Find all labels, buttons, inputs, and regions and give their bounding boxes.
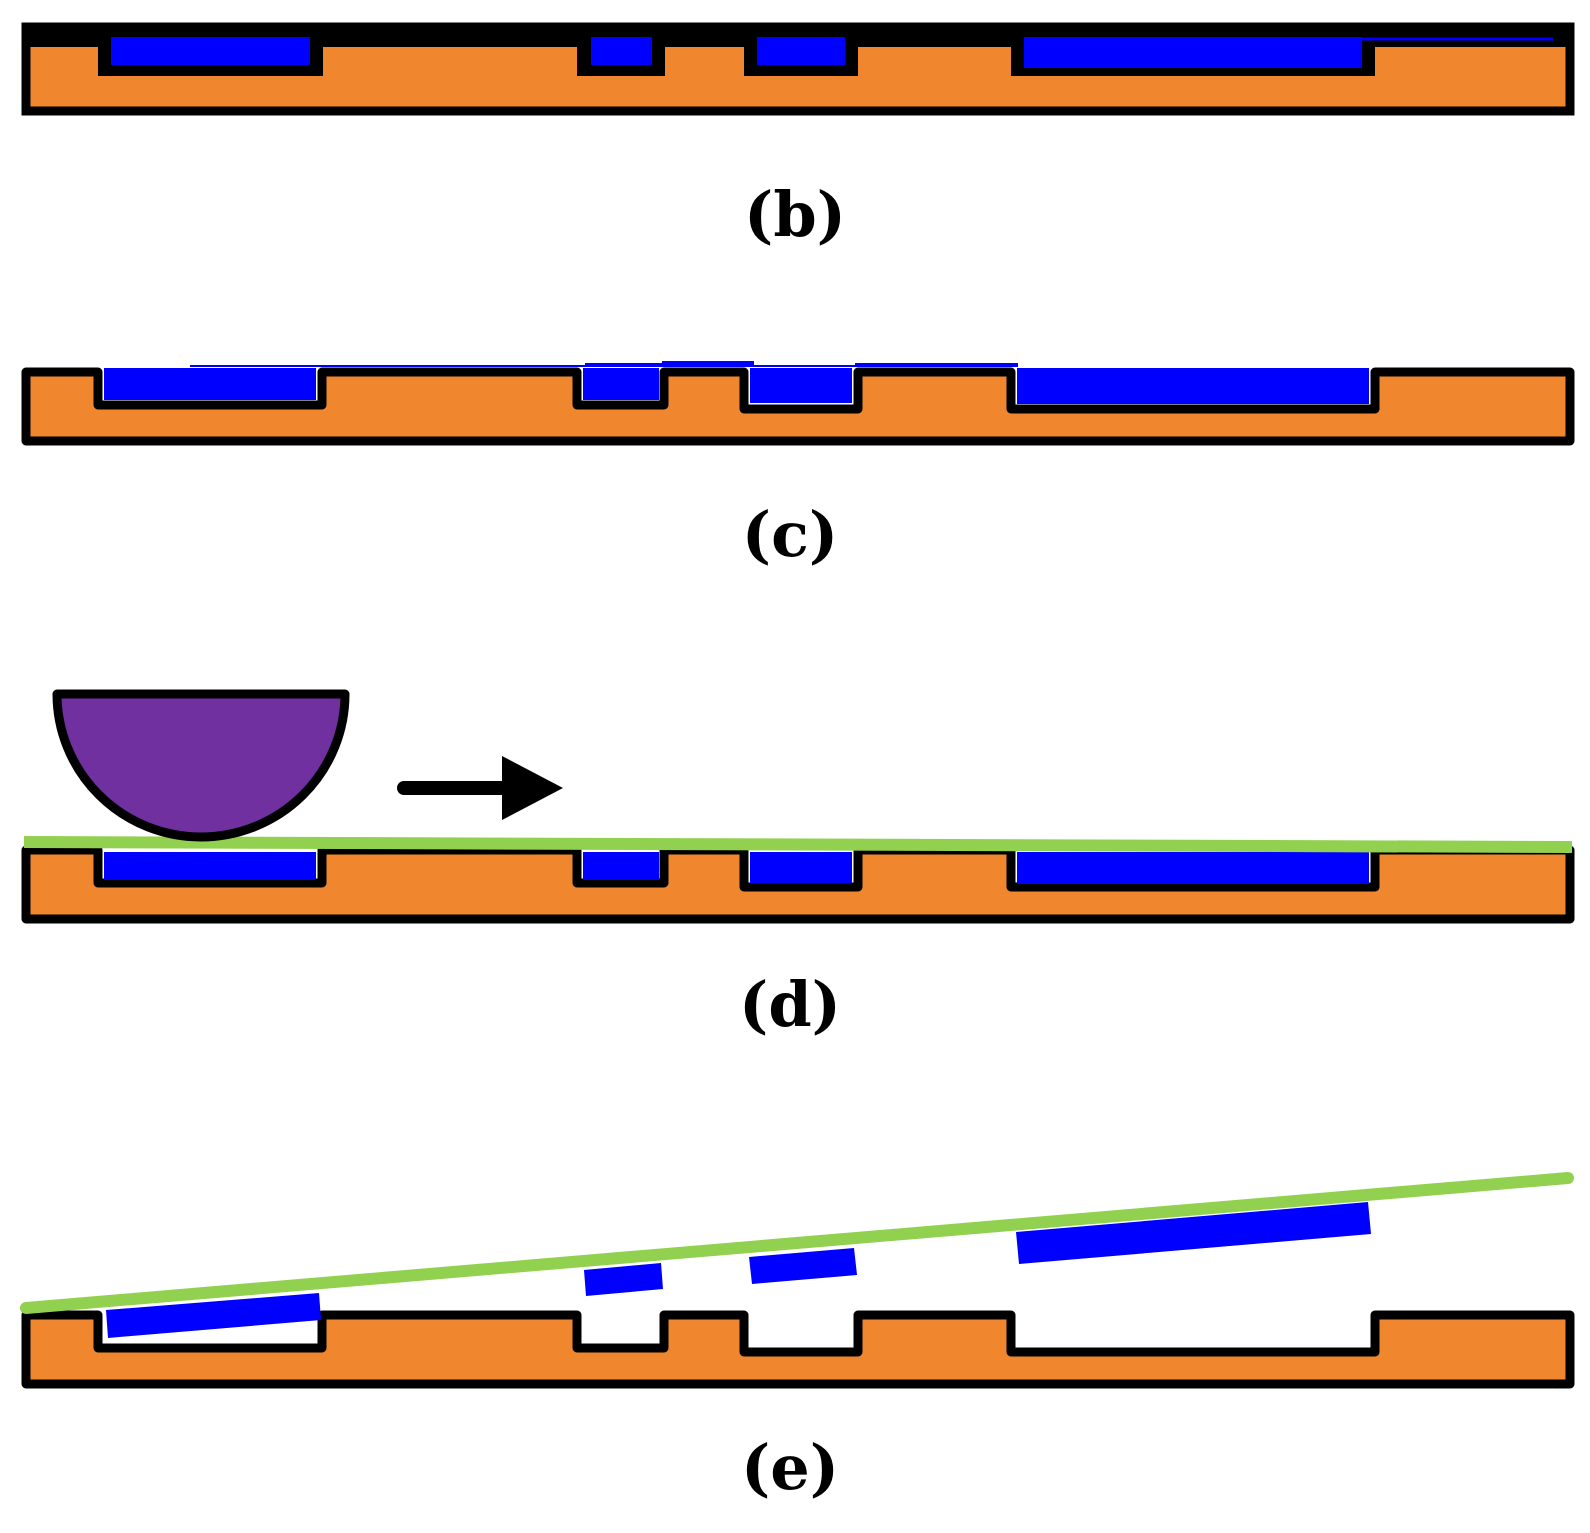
pattern-block-e4 — [1016, 1202, 1371, 1264]
pattern-block-d2 — [583, 852, 659, 880]
pattern-block-c1 — [104, 368, 316, 400]
arrow-right-icon — [397, 756, 563, 820]
pattern-block-b1 — [111, 37, 310, 65]
panel-c — [21, 361, 1575, 446]
empty-trench-e4 — [1018, 1320, 1369, 1346]
pattern-block-e1 — [106, 1293, 321, 1338]
panel-e — [20, 1172, 1575, 1389]
label-b: (b) — [744, 178, 846, 251]
empty-trench-e3 — [751, 1320, 852, 1346]
pattern-block-d1 — [104, 852, 316, 880]
label-e: (e) — [741, 1431, 839, 1504]
pattern-block-d4 — [1017, 852, 1369, 884]
excess-film-c — [190, 361, 1018, 367]
empty-trench-e2 — [586, 1320, 658, 1342]
substrate-c — [21, 367, 1575, 446]
pattern-block-b2 — [591, 37, 652, 65]
half-cylinder-roller-icon — [52, 689, 350, 842]
pattern-block-c4 — [1017, 368, 1369, 404]
pattern-block-c2 — [583, 368, 659, 400]
label-c: (c) — [742, 498, 838, 571]
pattern-block-b3 — [757, 37, 845, 65]
label-d: (d) — [739, 968, 841, 1041]
pattern-block-e3 — [749, 1248, 857, 1284]
pattern-block-e2 — [584, 1263, 663, 1296]
pattern-block-b4 — [1024, 37, 1362, 68]
transfer-film-d — [23, 836, 1573, 853]
pattern-block-d3 — [750, 852, 852, 883]
pattern-block-c3 — [750, 368, 852, 403]
panel-d — [21, 689, 1575, 924]
panel-b — [21, 22, 1575, 116]
transfer-film-e — [20, 1172, 1574, 1314]
substrate-e — [21, 1310, 1575, 1389]
